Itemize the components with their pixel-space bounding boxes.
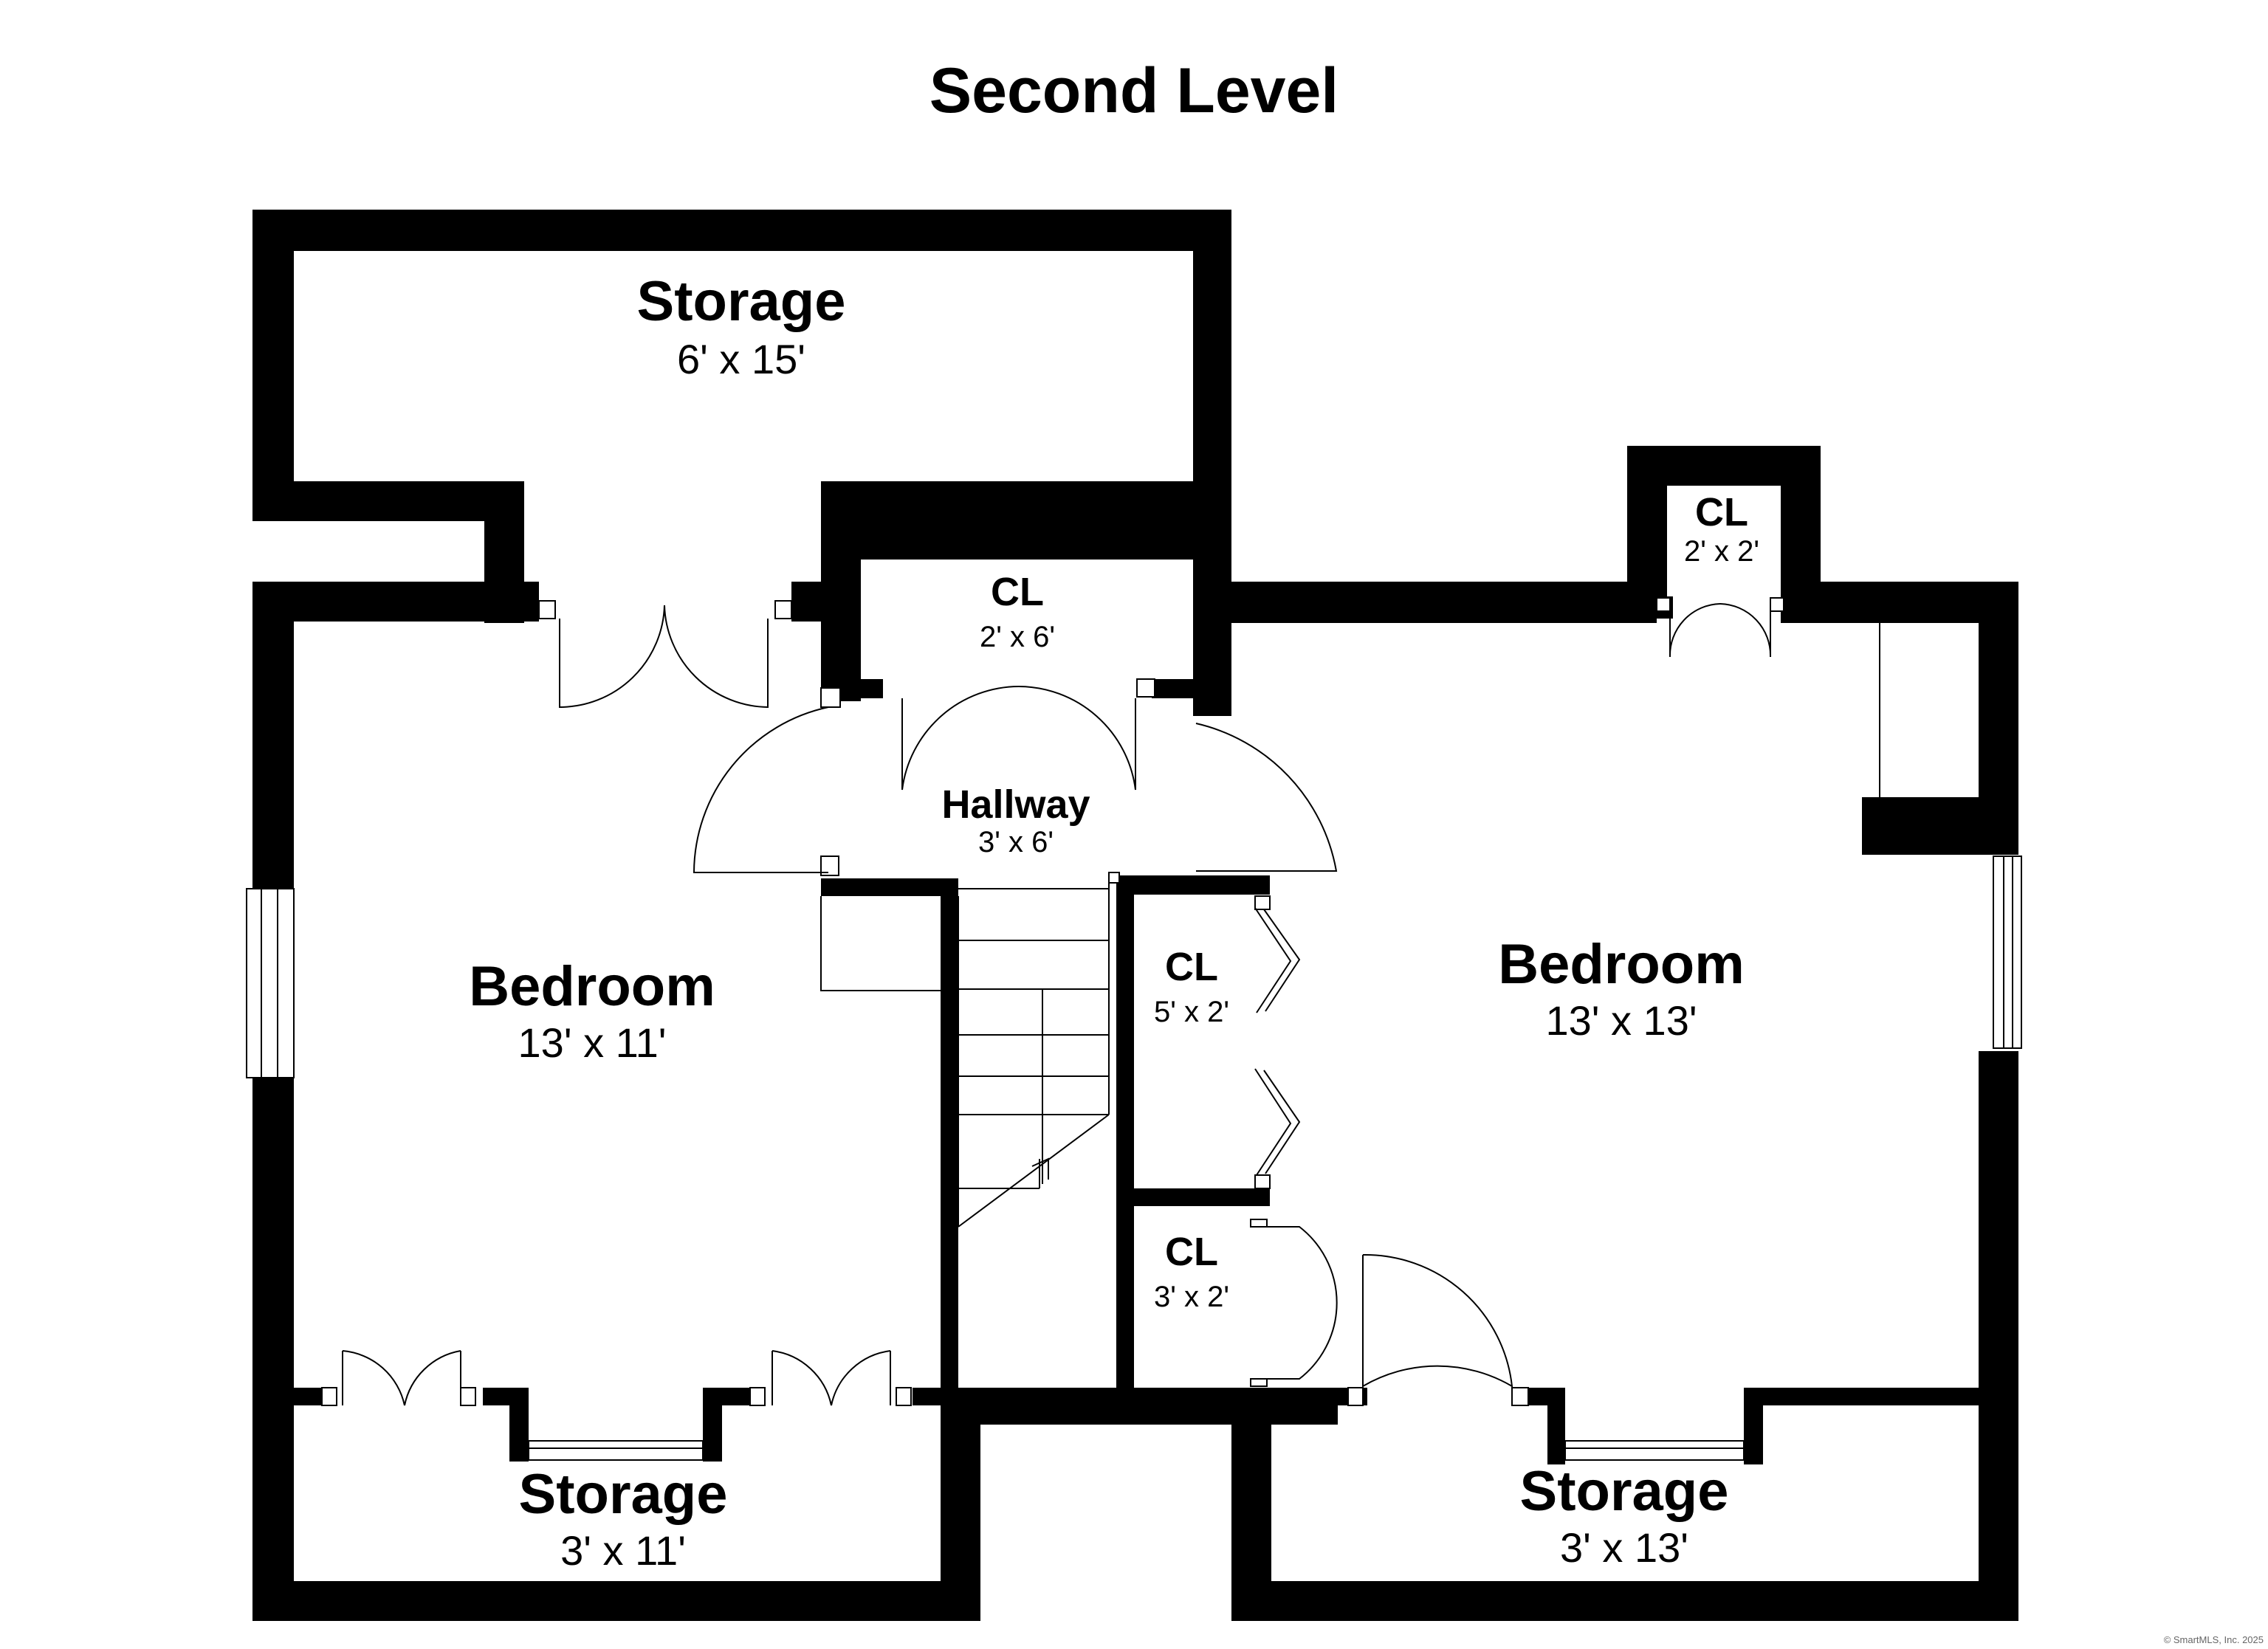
stairs	[820, 623, 1880, 1228]
bedroom-left-size: 13' x 11'	[518, 1019, 667, 1066]
bedroom-left-label: Bedroom	[469, 955, 715, 1018]
bedroom-right-label: Bedroom	[1498, 933, 1745, 996]
storage-top-label: Storage	[637, 270, 846, 333]
doors	[342, 603, 1772, 1406]
storage-bl-size: 3' x 11'	[560, 1527, 686, 1574]
walls	[252, 210, 2018, 1621]
windows	[246, 856, 2022, 1461]
cl-mid-size: 5' x 2'	[1154, 996, 1229, 1028]
cl-mid-label: CL	[1165, 945, 1218, 989]
room-labels: Storage 6' x 15' CL 2' x 6' Hallway 3' x…	[469, 270, 1759, 1574]
cl-low-size: 3' x 2'	[1154, 1281, 1229, 1313]
storage-bl-label: Storage	[519, 1463, 728, 1526]
cl-low-label: CL	[1165, 1230, 1218, 1274]
bedroom-right-size: 13' x 13'	[1545, 997, 1697, 1044]
copyright-text: © SmartMLS, Inc. 2025	[2164, 1634, 2264, 1645]
door-jambs	[321, 597, 1784, 1406]
plan-title: Second Level	[929, 55, 1339, 126]
storage-br-size: 3' x 13'	[1560, 1524, 1688, 1571]
cl-top-right-size: 2' x 2'	[1684, 535, 1759, 568]
cl-center-label: CL	[991, 570, 1044, 614]
cl-top-right-label: CL	[1695, 490, 1748, 534]
cl-center-size: 2' x 6'	[980, 621, 1055, 653]
storage-top-size: 6' x 15'	[677, 336, 805, 382]
hallway-label: Hallway	[941, 782, 1090, 827]
hallway-size: 3' x 6'	[978, 826, 1054, 858]
storage-br-label: Storage	[1520, 1460, 1729, 1523]
